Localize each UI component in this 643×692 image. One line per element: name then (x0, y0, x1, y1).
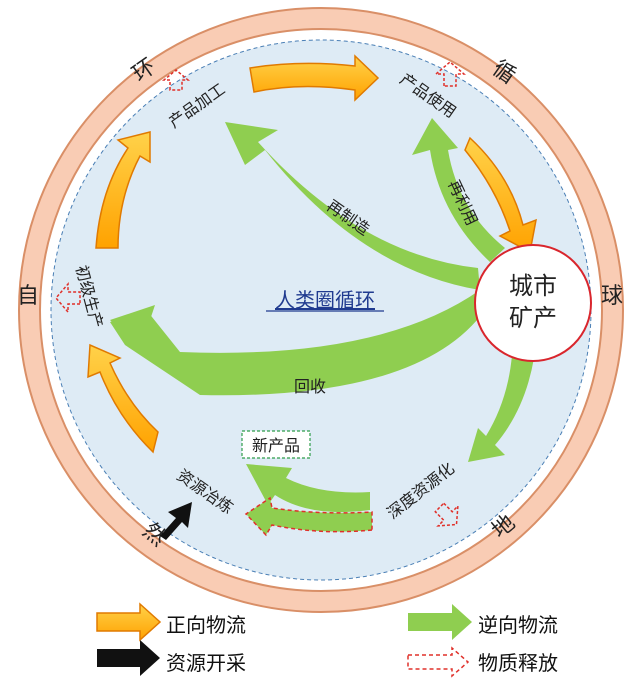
legend-release-label: 物质释放 (478, 651, 558, 675)
release-arrow-deep (434, 502, 459, 527)
legend-reverse-label: 逆向物流 (478, 613, 558, 637)
legend-forward-icon (96, 602, 162, 642)
node-new-product: 新产品 (252, 436, 300, 455)
remanufacture-arrow (225, 122, 480, 290)
release-arrow-processing (161, 69, 191, 91)
legend-mining-label: 资源开采 (166, 651, 246, 675)
ring-char-5: 球 (601, 284, 623, 309)
legend-reverse-icon (408, 604, 472, 640)
new-product-arrow (246, 464, 370, 513)
hub-label-line2: 矿产 (509, 304, 557, 332)
urban-mine-hub (474, 244, 592, 362)
forward-arrow-left-upper (95, 131, 151, 249)
legend-release-icon (407, 646, 470, 678)
recycle-arrow (110, 290, 485, 396)
mining-arrow (160, 502, 192, 540)
forward-arrow-top (249, 54, 380, 102)
flow-recycle: 回收 (294, 377, 326, 396)
reuse-arrow (412, 118, 505, 262)
ring-char-3: 自 (17, 284, 39, 309)
release-arrow-primary (55, 281, 81, 315)
release-arrow-usage (433, 61, 467, 87)
legend-forward-label: 正向物流 (166, 613, 246, 637)
new-product-box (241, 430, 311, 459)
hub-down-arrow (468, 355, 534, 462)
new-product-release-arrow (244, 496, 373, 537)
legend-mining-icon (97, 640, 160, 676)
hub-label-line1: 城市 (509, 272, 557, 300)
center-label: 人类圈循环 (275, 288, 375, 312)
forward-arrow-left-lower (87, 343, 159, 454)
